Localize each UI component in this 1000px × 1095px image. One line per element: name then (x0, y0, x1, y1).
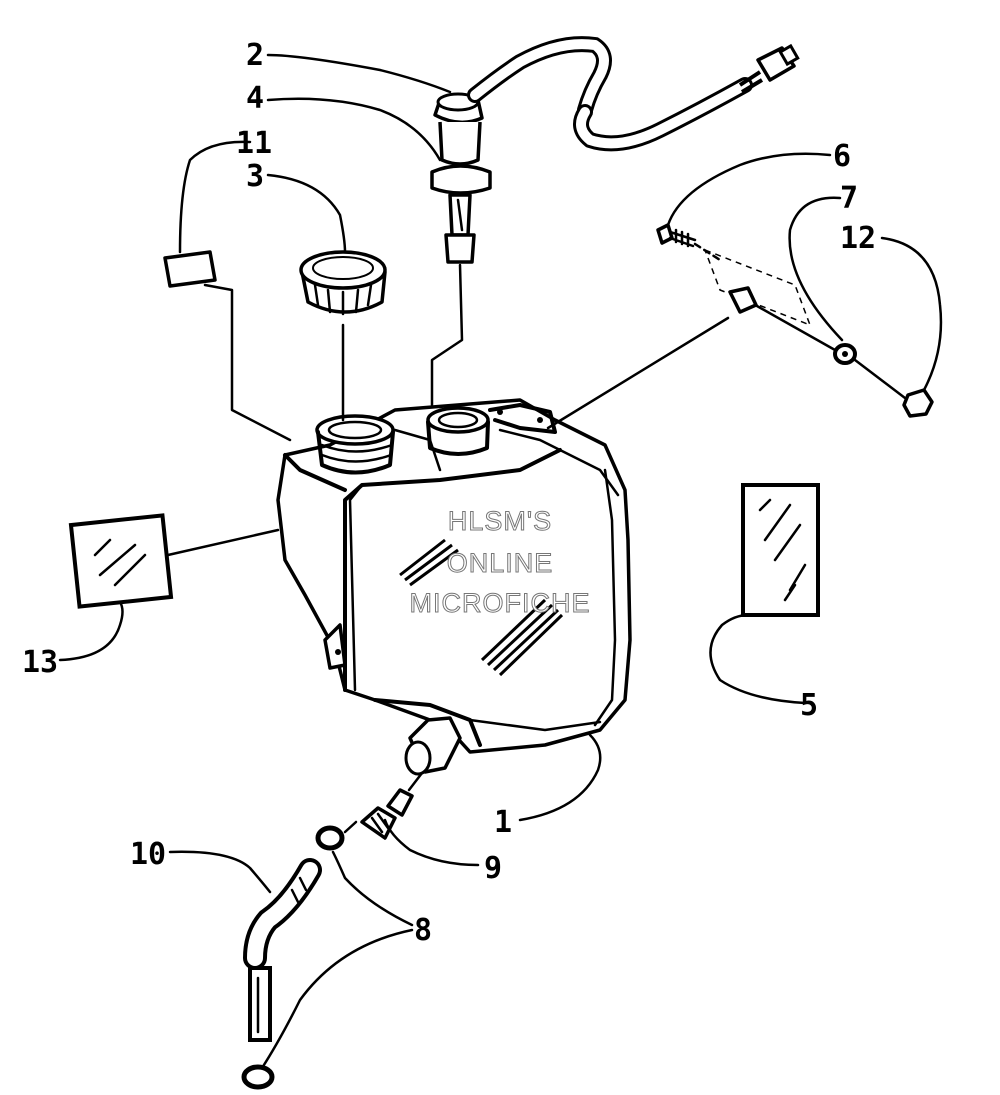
outlet-fitting (360, 788, 414, 840)
watermark-line-3: MICROFICHE (410, 588, 591, 618)
callout-7: 7 (840, 181, 858, 216)
decal-5 (741, 483, 820, 617)
decal-13 (68, 513, 174, 609)
callout-8: 8 (414, 913, 432, 948)
callout-3: 3 (246, 159, 264, 194)
level-sender (430, 36, 800, 264)
filler-cap (299, 250, 387, 316)
watermark-line-2: ONLINE (447, 548, 554, 578)
callout-6: 6 (833, 139, 851, 174)
callout-2: 2 (246, 38, 264, 73)
callout-9: 9 (484, 851, 502, 886)
decal-11 (163, 250, 217, 288)
callout-curves (58, 53, 943, 1070)
callout-11: 11 (236, 126, 272, 161)
callout-12: 12 (840, 221, 876, 256)
callout-13: 13 (22, 645, 58, 680)
callout-4: 4 (246, 81, 264, 116)
callout-labels: 2 4 11 3 6 7 12 13 5 1 10 9 8 (22, 38, 876, 948)
watermark-line-1: HLSM'S (448, 506, 552, 536)
mounting-hardware (656, 223, 934, 418)
oil-tank (276, 398, 632, 776)
hose-clamp (241, 825, 345, 1090)
callout-10: 10 (130, 837, 166, 872)
watermark: HLSM'S ONLINE MICROFICHE (409, 506, 591, 619)
leader-lines (166, 263, 730, 834)
oil-hose (243, 858, 322, 1042)
callout-1: 1 (494, 805, 512, 840)
callout-5: 5 (800, 688, 818, 723)
tank-shading (399, 538, 564, 677)
